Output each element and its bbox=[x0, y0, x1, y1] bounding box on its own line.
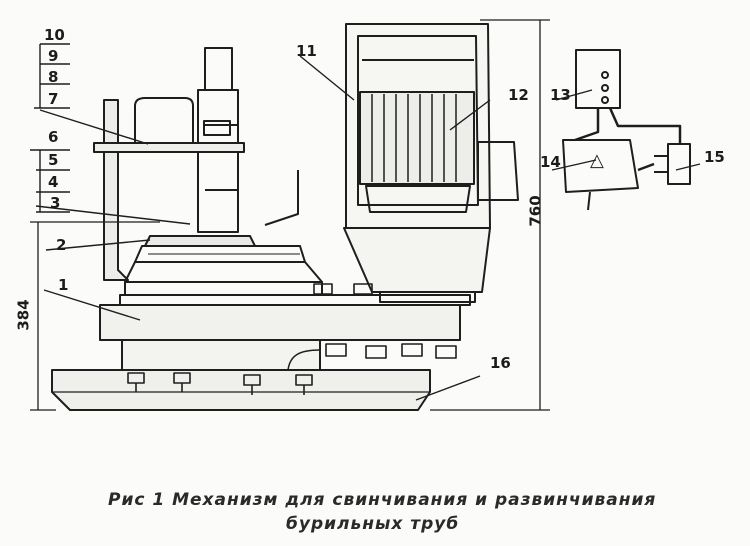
callout-13: 13 bbox=[550, 86, 571, 104]
callout-15: 15 bbox=[704, 148, 725, 166]
callout-3: 3 bbox=[50, 194, 61, 212]
callout-2: 2 bbox=[56, 236, 67, 254]
spindle bbox=[197, 89, 239, 233]
caption-line-1: Рис 1 Механизм для свинчивания и развинч… bbox=[108, 490, 657, 510]
callout-16: 16 bbox=[490, 354, 511, 372]
terminal-box bbox=[477, 141, 519, 201]
gear-stack bbox=[124, 281, 323, 296]
reducer bbox=[343, 227, 491, 293]
figure-caption: Рис 1 Механизм для свинчивания и развинч… bbox=[108, 488, 708, 536]
left-stand bbox=[103, 99, 129, 281]
callout-4: 4 bbox=[48, 173, 59, 191]
caption-line-2: бурильных труб bbox=[286, 514, 460, 534]
top-plate bbox=[93, 142, 245, 153]
skid-bolts bbox=[127, 372, 313, 395]
callout-11: 11 bbox=[296, 42, 317, 60]
callout-10: 10 bbox=[44, 26, 65, 44]
starter-symbol: △ bbox=[590, 150, 604, 171]
callout-table bbox=[30, 43, 70, 213]
connector bbox=[667, 143, 691, 185]
dimension-760: 760 bbox=[526, 195, 545, 227]
dimension-384: 384 bbox=[14, 299, 33, 331]
callout-9: 9 bbox=[48, 47, 59, 65]
callout-8: 8 bbox=[48, 68, 59, 86]
callout-12: 12 bbox=[508, 86, 529, 104]
base-skid bbox=[51, 369, 431, 411]
motor-ribs bbox=[359, 91, 475, 185]
callout-14: 14 bbox=[540, 153, 561, 171]
callout-5: 5 bbox=[48, 151, 59, 169]
handle bbox=[134, 97, 194, 143]
callout-6: 6 bbox=[48, 128, 59, 146]
rotor-clamp bbox=[144, 235, 256, 247]
callout-7: 7 bbox=[48, 90, 59, 108]
control-panel bbox=[575, 49, 621, 109]
lower-housing bbox=[121, 339, 321, 371]
main-body bbox=[99, 304, 461, 341]
starter-box bbox=[562, 139, 639, 193]
leader-lines bbox=[35, 55, 701, 401]
callout-1: 1 bbox=[58, 276, 69, 294]
dimension-lines bbox=[30, 19, 550, 411]
